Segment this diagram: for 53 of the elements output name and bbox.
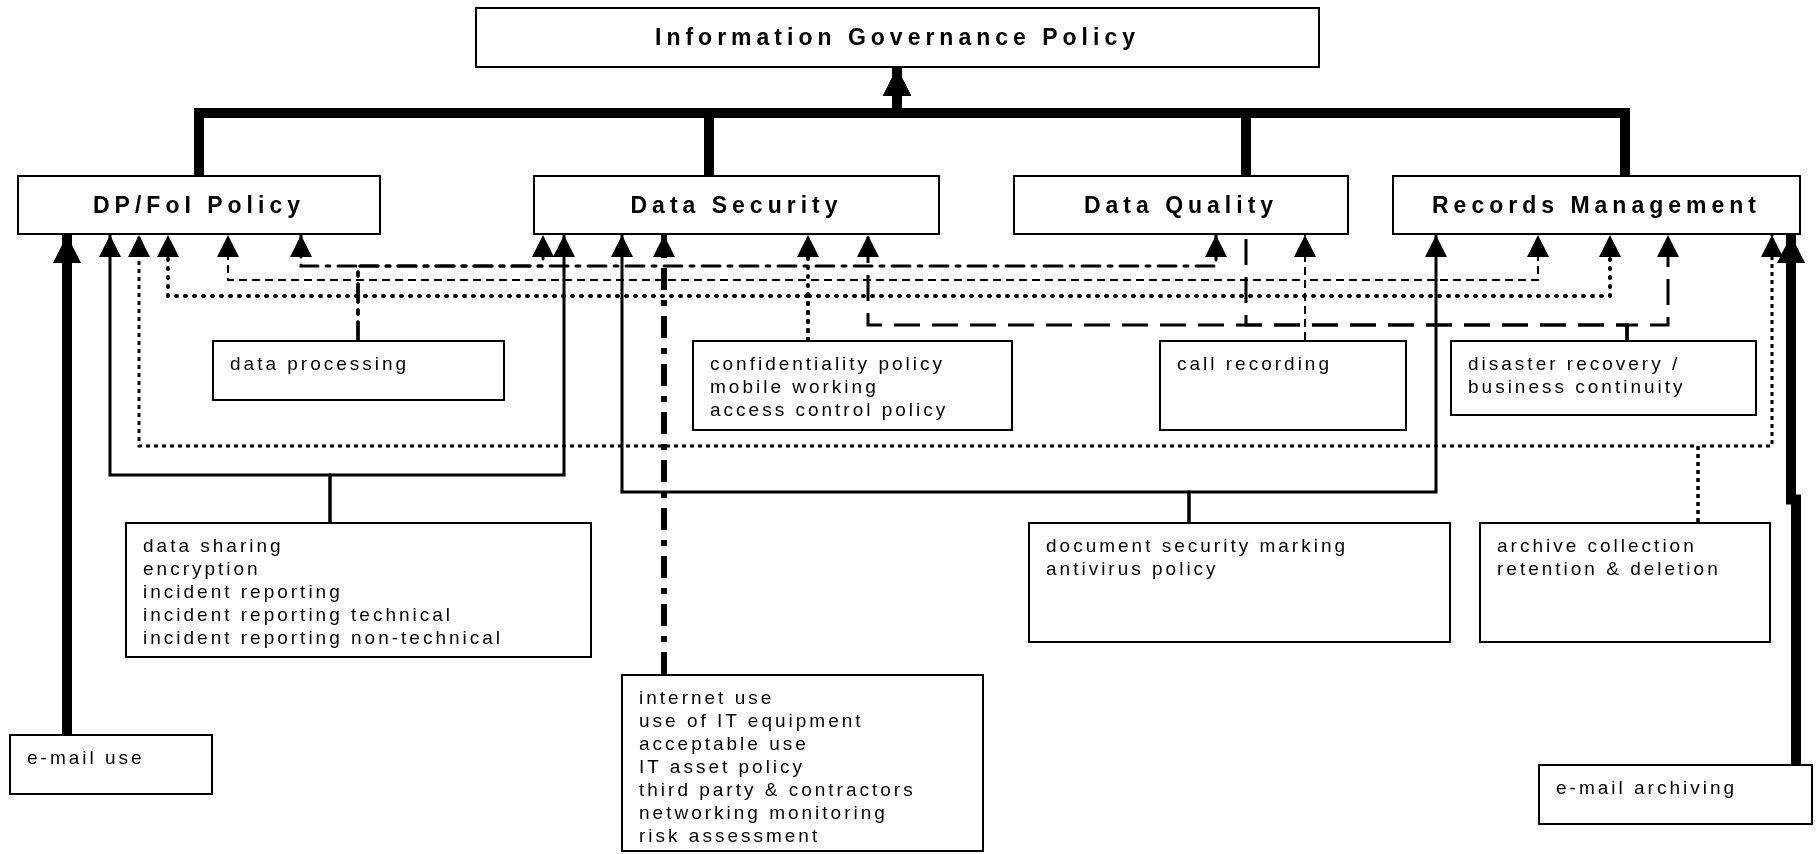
topic-text: document security marking — [1046, 534, 1349, 557]
arrow — [328, 235, 575, 522]
topic-text: incident reporting technical — [143, 603, 454, 626]
policy-title: DP/FoI Policy — [93, 193, 305, 217]
topic-text: archive collection — [1497, 534, 1697, 557]
topic-text: data processing — [230, 352, 410, 375]
policy-title: Records Management — [1432, 193, 1761, 217]
arrow — [1187, 235, 1447, 522]
topic-text: e-mail archiving — [1556, 776, 1738, 799]
policy-title: Information Governance Policy — [655, 26, 1140, 49]
topic-box — [621, 674, 984, 852]
topic-text: internet use — [639, 686, 775, 709]
topic-text: disaster recovery / business continuity — [1468, 352, 1687, 398]
topic-text: networking monitoring — [639, 801, 888, 824]
policy-title: Data Quality — [1083, 193, 1279, 217]
arrow — [653, 235, 675, 674]
topic-text: access control policy — [710, 398, 949, 421]
topic-text: mobile working — [710, 375, 879, 398]
arrow — [1304, 234, 1549, 341]
policy-box — [475, 7, 1320, 68]
arrow — [1777, 235, 1805, 764]
topic-box — [692, 340, 1013, 431]
topic-text: third party & contractors — [639, 778, 916, 801]
topic-box — [1479, 522, 1771, 643]
topic-box — [1450, 340, 1757, 416]
policy-box — [1392, 175, 1801, 235]
topic-text: confidentiality policy — [710, 352, 945, 375]
arrow — [1625, 235, 1679, 340]
topic-box — [9, 734, 213, 795]
topic-text: IT asset policy — [639, 755, 806, 778]
topic-box — [1159, 340, 1407, 431]
topic-text: incident reporting non-technical — [143, 626, 504, 649]
topic-text: use of IT equipment — [639, 709, 864, 732]
policy-box — [1013, 175, 1349, 235]
topic-text: retention & deletion — [1497, 557, 1721, 580]
topic-text: risk assessment — [639, 824, 821, 847]
topic-box — [212, 340, 505, 401]
topic-text: incident reporting — [143, 580, 343, 603]
arrow — [356, 233, 1227, 342]
topic-box — [1538, 764, 1813, 825]
topic-text: antivirus policy — [1046, 557, 1219, 580]
policy-box — [533, 175, 940, 235]
topic-text: data sharing — [143, 534, 284, 557]
topic-text: encryption — [143, 557, 261, 580]
topic-text: call recording — [1177, 352, 1332, 375]
policy-title: Data Security — [630, 193, 843, 217]
topic-text: acceptable use — [639, 732, 809, 755]
policy-box — [17, 175, 381, 235]
arrow — [53, 235, 81, 734]
topic-box — [1028, 522, 1451, 643]
arrow — [1696, 235, 1783, 522]
topic-text: e-mail use — [27, 746, 145, 769]
topic-box — [125, 522, 592, 658]
